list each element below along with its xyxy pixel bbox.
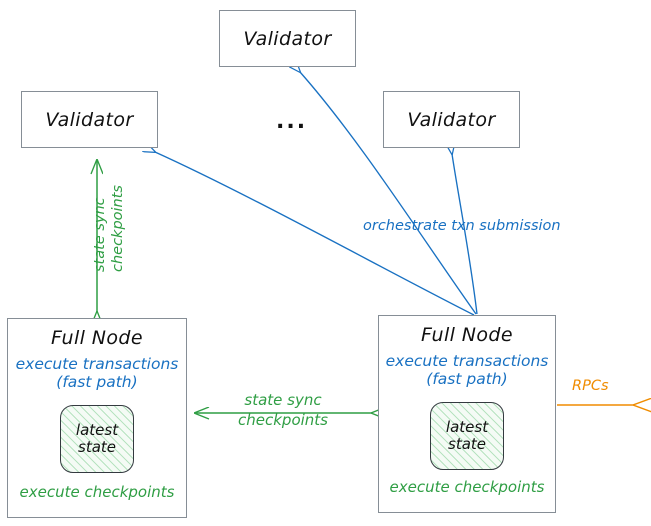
fullnode-left-execute-checkpoints: execute checkpoints [19, 483, 175, 501]
fullnode-left-execute-line2: (fast path) [56, 373, 138, 392]
fullnode-right-state-line2: state [448, 434, 486, 453]
fullnode-right-execute-transactions: execute transactions (fast path) [386, 352, 549, 389]
validator-left-label: Validator [45, 108, 134, 131]
rpcs-label: RPCs [572, 378, 609, 394]
validator-top-box[interactable]: Validator [219, 10, 356, 67]
validator-left-box[interactable]: Validator [21, 91, 158, 148]
orchestrate-txn-submission-label: orchestrate txn submission [363, 218, 561, 234]
fullnode-left-execute-transactions: execute transactions (fast path) [16, 355, 179, 392]
fullnode-left-state-line1: latest [75, 420, 119, 439]
fullnode-right-title: Full Node [421, 324, 513, 346]
state-sync-horizontal-line1: state sync [244, 391, 322, 409]
fullnode-right-box[interactable]: Full Node execute transactions (fast pat… [378, 315, 556, 513]
fullnode-left-state-line2: state [78, 437, 116, 456]
validator-right-label: Validator [407, 108, 496, 131]
fullnode-right-latest-state-chip[interactable]: latest state [430, 401, 504, 470]
fullnode-right-execute-checkpoints: execute checkpoints [389, 478, 545, 496]
ellipsis-label: ... [276, 109, 308, 134]
fullnode-left-title: Full Node [51, 327, 143, 349]
state-sync-vertical-line1: state sync [92, 197, 108, 272]
fullnode-left-execute-line1: execute transactions [15, 355, 179, 373]
fullnode-right-execute-line2: (fast path) [426, 370, 508, 389]
fullnode-right-execute-line1: execute transactions [385, 352, 549, 370]
state-sync-vertical-line2: checkpoints [110, 185, 126, 272]
fullnode-left-box[interactable]: Full Node execute transactions (fast pat… [7, 318, 187, 518]
fullnode-left-latest-state-chip[interactable]: latest state [60, 404, 134, 473]
validator-right-box[interactable]: Validator [383, 91, 520, 148]
validator-top-label: Validator [243, 27, 332, 50]
state-sync-horizontal-line2: checkpoints [238, 411, 328, 429]
fullnode-right-state-line1: latest [445, 417, 489, 436]
